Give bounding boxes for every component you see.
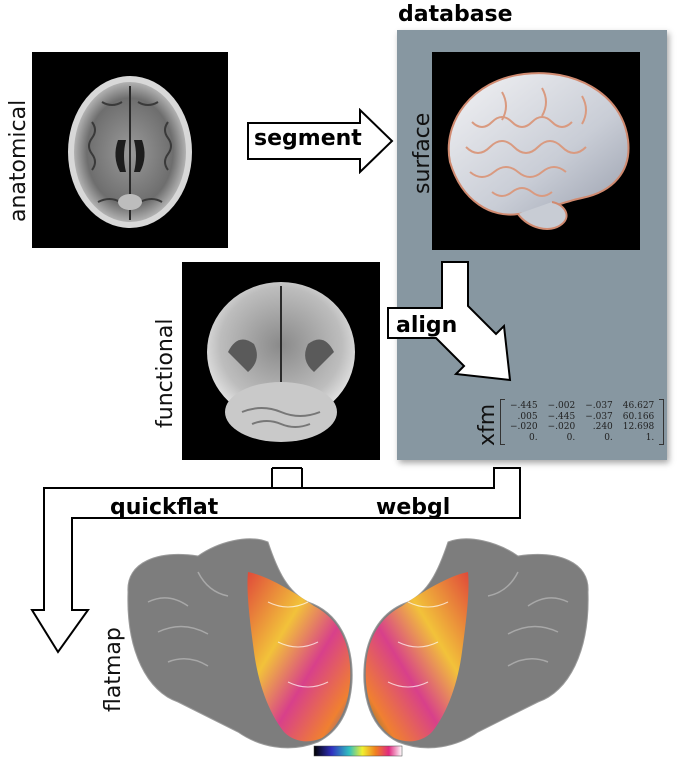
matrix-cell: −.445 [510,401,538,411]
matrix-cell: .005 [517,411,538,422]
database-title: database [398,2,513,27]
matrix-cell: −.002 [547,401,576,411]
matrix-cell: −.445 [547,411,576,422]
align-arrow [386,258,526,388]
matrix-cell: 46.627 [622,401,655,411]
matrix-right-bracket [659,399,665,445]
matrix-cell: −.037 [585,401,613,411]
matrix-cell: 0. [529,432,538,443]
anatomical-label: anatomical [6,99,31,222]
matrix-cell: −.020 [547,422,576,432]
matrix-cell: .240 [592,422,613,432]
segment-arrow [246,108,396,174]
quickflat-label: quickflat [110,495,219,520]
surface-image [432,52,640,250]
matrix-left-bracket [500,399,505,445]
quickflat-webgl-arrow [30,466,530,666]
flatmap-image [118,532,598,768]
functional-label: functional [153,318,178,428]
matrix-cell: 1. [645,432,655,443]
matrix-cell: −.020 [510,422,538,432]
segment-label: segment [254,126,362,151]
webgl-label: webgl [376,495,451,520]
matrix-cell: 0. [604,432,613,443]
xfm-label: xfm [475,403,500,446]
surface-label: surface [410,112,435,194]
matrix-cell: −.037 [585,411,613,422]
matrix-cell: 12.698 [622,422,655,432]
anatomical-image [32,52,228,248]
matrix-cell: 0. [566,432,576,443]
align-label: align [396,313,458,338]
matrix-cell: 60.166 [622,411,655,422]
functional-image [182,262,380,460]
